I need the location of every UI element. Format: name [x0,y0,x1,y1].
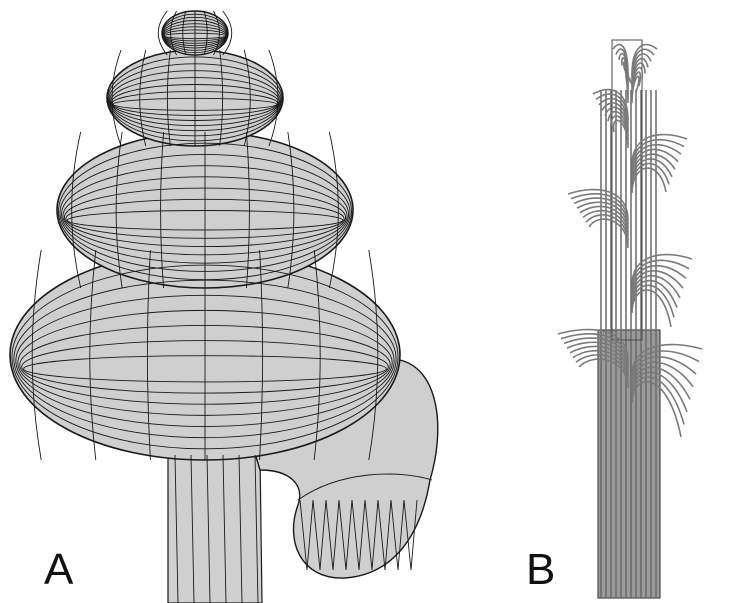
panel-label-b: B [526,548,555,592]
panel-label-a: A [44,548,73,592]
panel-a-shell-mesh [10,11,438,603]
shell-stem [168,455,262,603]
frond-strand [632,168,666,193]
panel-b-ribbon-column [558,40,702,598]
